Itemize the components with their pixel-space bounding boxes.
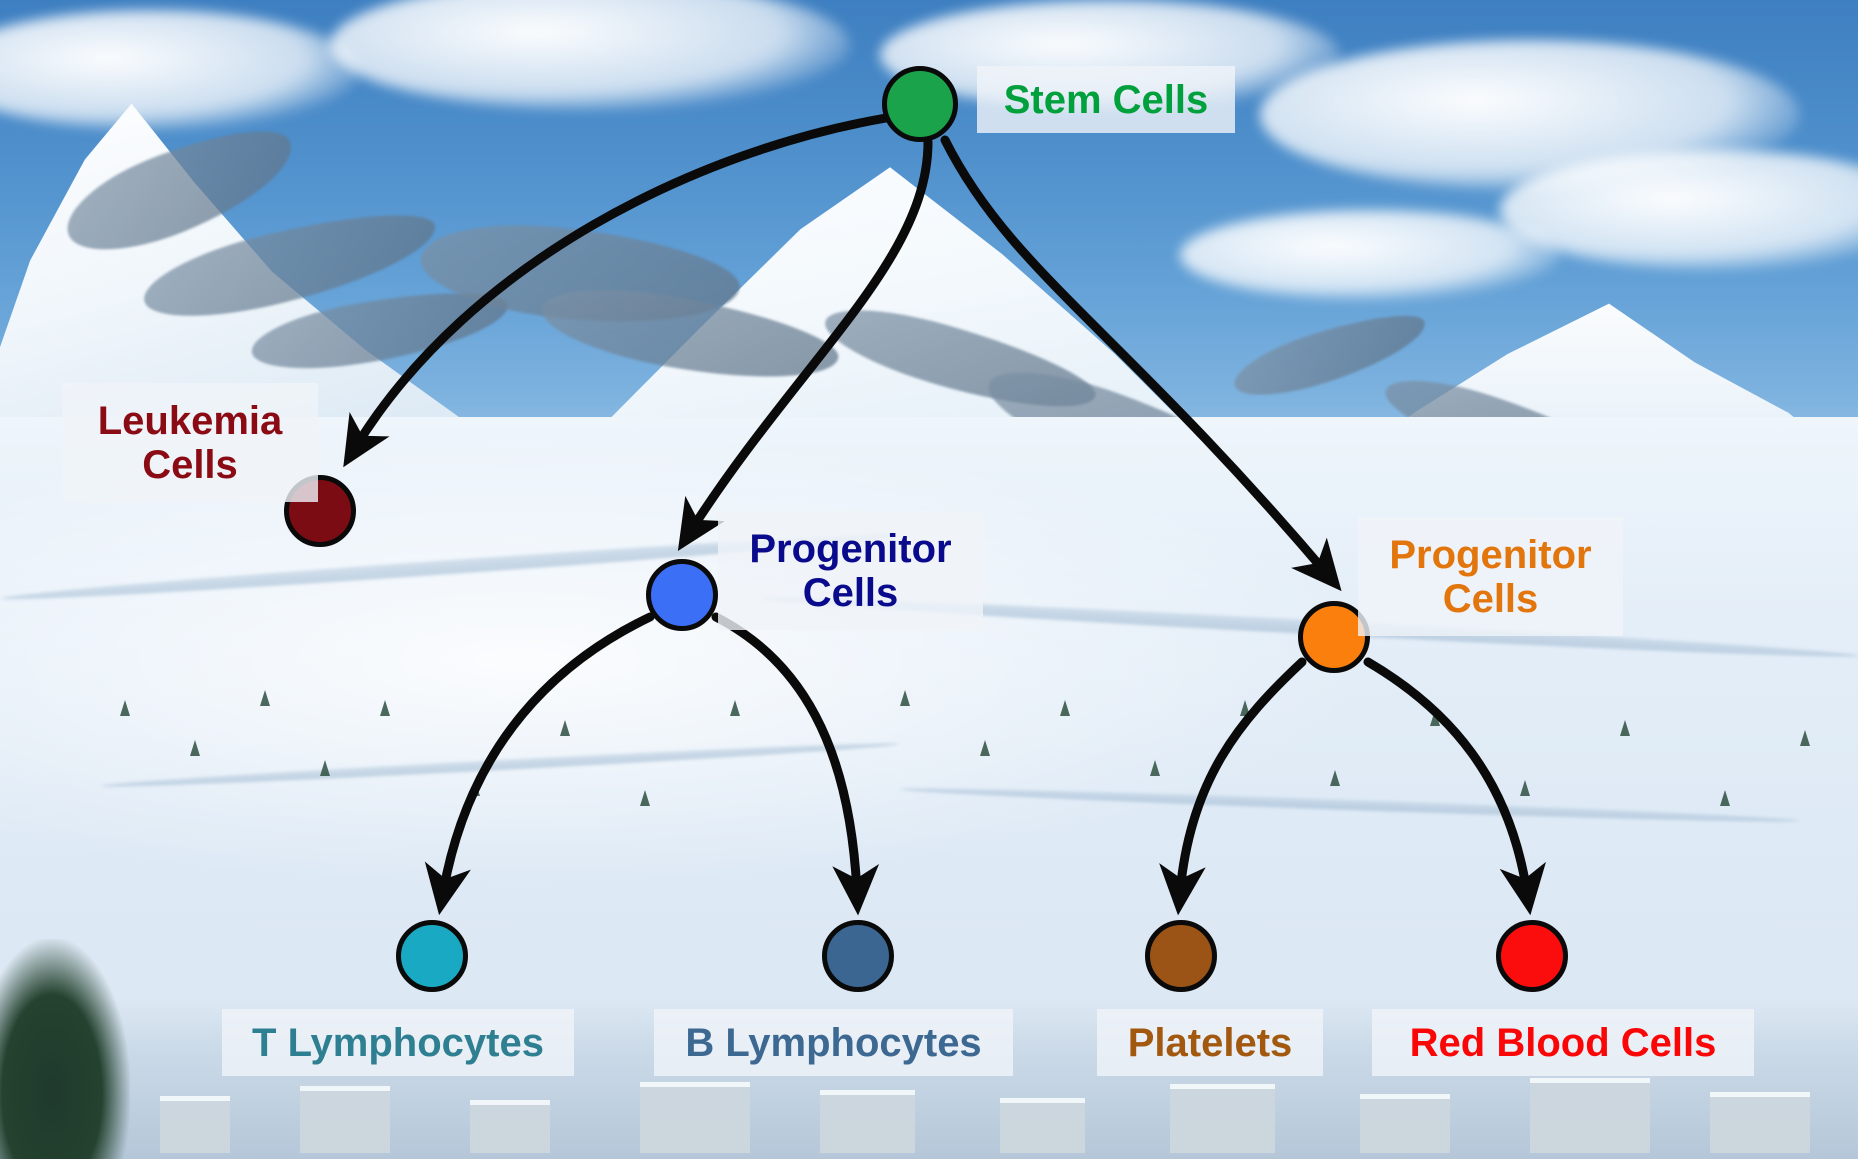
edge-prog-myeloid-to-rbc xyxy=(1363,657,1546,916)
label-leukemia: Leukemia Cells xyxy=(62,383,318,502)
conifer-tree-icon xyxy=(560,720,570,736)
conifer-tree-icon xyxy=(1430,710,1440,726)
label-tcell: T Lymphocytes xyxy=(222,1009,574,1076)
edge-prog-myeloid-to-platelet xyxy=(1159,657,1307,916)
building xyxy=(300,1086,390,1153)
edge-prog-lymphoid-to-bcell xyxy=(711,612,880,916)
building xyxy=(1530,1078,1650,1153)
building xyxy=(640,1082,750,1153)
conifer-tree-icon xyxy=(1620,720,1630,736)
edge-prog-lymphoid-to-tcell xyxy=(424,612,655,916)
conifer-tree-icon xyxy=(730,700,740,716)
node-leukemia[interactable] xyxy=(284,475,356,547)
node-rbc[interactable] xyxy=(1496,920,1568,992)
label-prog-myeloid: Progenitor Cells xyxy=(1358,517,1623,636)
building xyxy=(1170,1084,1275,1153)
conifer-tree-icon xyxy=(980,740,990,756)
node-bcell[interactable] xyxy=(822,920,894,992)
building xyxy=(820,1090,915,1153)
label-prog-lymphoid: Progenitor Cells xyxy=(718,511,983,630)
cloud-icon xyxy=(1500,150,1858,270)
conifer-tree-icon xyxy=(260,690,270,706)
building xyxy=(1000,1098,1085,1153)
conifer-tree-icon xyxy=(1800,730,1810,746)
building xyxy=(1710,1092,1810,1153)
label-stem: Stem Cells xyxy=(977,66,1235,133)
building xyxy=(470,1100,550,1153)
building xyxy=(1360,1094,1450,1153)
foreground-trees xyxy=(0,939,130,1159)
node-stem[interactable] xyxy=(882,66,958,142)
label-platelet: Platelets xyxy=(1097,1009,1323,1076)
cloud-icon xyxy=(1180,210,1560,300)
building xyxy=(160,1096,230,1153)
conifer-tree-icon xyxy=(1720,790,1730,806)
conifer-tree-icon xyxy=(320,760,330,776)
conifer-tree-icon xyxy=(1330,770,1340,786)
conifer-tree-icon xyxy=(900,690,910,706)
conifer-tree-icon xyxy=(1060,700,1070,716)
cloud-icon xyxy=(0,10,360,130)
node-prog-lymphoid[interactable] xyxy=(646,559,718,631)
edge-stem-to-prog-lymphoid xyxy=(677,137,933,551)
cloud-icon xyxy=(330,0,850,110)
conifer-tree-icon xyxy=(120,700,130,716)
conifer-tree-icon xyxy=(1240,700,1250,716)
edge-stem-to-prog-myeloid xyxy=(940,135,1342,592)
label-bcell: B Lymphocytes xyxy=(654,1009,1013,1076)
label-rbc: Red Blood Cells xyxy=(1372,1009,1754,1076)
conifer-tree-icon xyxy=(1150,760,1160,776)
conifer-tree-icon xyxy=(640,790,650,806)
node-platelet[interactable] xyxy=(1145,920,1217,992)
conifer-tree-icon xyxy=(380,700,390,716)
conifer-tree-icon xyxy=(1520,780,1530,796)
node-tcell[interactable] xyxy=(396,920,468,992)
conifer-tree-icon xyxy=(190,740,200,756)
edge-stem-to-leukemia xyxy=(343,113,891,468)
